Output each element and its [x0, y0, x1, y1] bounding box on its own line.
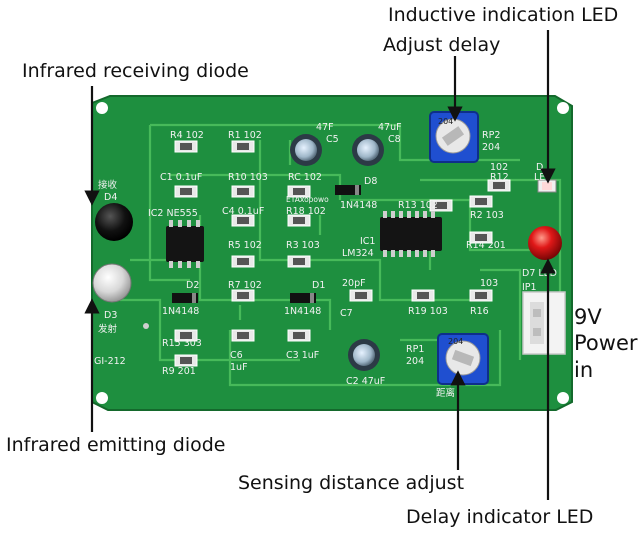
silk-board-id: GI-212 — [94, 356, 126, 367]
silk-r5: R5 102 — [228, 240, 262, 251]
silk-r4: R4 102 — [170, 130, 204, 141]
power-connector — [522, 291, 566, 355]
label-ir-emitting: Infrared emitting diode — [6, 434, 226, 456]
silk-d3: D3 — [104, 310, 117, 321]
silk-r14: R14 201 — [466, 240, 506, 251]
silk-le: LE — [534, 172, 545, 183]
silk-d8: D8 — [364, 176, 377, 187]
power-line-3: in — [574, 357, 594, 382]
silk-ic2: IC2 NE555 — [148, 208, 198, 219]
silk-r9: R9 201 — [162, 366, 196, 377]
silk-d4: D4 — [104, 192, 117, 203]
silk-rp1-top: 204 — [448, 337, 463, 346]
label-inductive-led: Inductive indication LED — [388, 4, 619, 26]
silk-r2: R2 103 — [470, 210, 504, 221]
silk-rc: RC 102 — [288, 172, 322, 183]
diodes — [172, 185, 361, 303]
silk-rp1: RP1 — [406, 344, 424, 355]
silk-d7: D7 LED — [522, 268, 557, 279]
silk-c5: C5 — [326, 134, 339, 145]
silk-rp1-val: 204 — [406, 356, 424, 367]
silk-distance-cn: 距离 — [436, 387, 455, 399]
ic1-chip — [380, 211, 442, 257]
silk-rp2-val: 204 — [482, 142, 500, 153]
silk-ic1-val: LM324 — [342, 248, 374, 259]
silk-r103: 103 — [480, 278, 498, 289]
silk-r3: R3 103 — [286, 240, 320, 251]
silk-d1: D1 — [312, 280, 325, 291]
silk-c4: C4 0.1uF — [222, 206, 264, 217]
silk-r1: R1 102 — [228, 130, 262, 141]
label-sensing-distance: Sensing distance adjust — [238, 472, 465, 494]
silk-r12-val: 102 — [490, 162, 508, 173]
silk-emit-cn: 发射 — [98, 323, 118, 335]
silk-pot-top: 204 — [438, 117, 453, 126]
callout-arrows — [84, 30, 556, 500]
silk-c5-val: 47F — [316, 122, 334, 133]
silkscreen: R4 102 R1 102 47F C5 47uF C8 C1 0.1uF R1… — [94, 117, 557, 399]
silk-c8-val: 47uF — [378, 122, 402, 133]
silk-c1: C1 0.1uF — [160, 172, 202, 183]
electrolytic-capacitors — [290, 134, 384, 371]
silk-d2-val: 1N4148 — [162, 306, 199, 317]
silk-r18: R18 102 — [286, 206, 326, 217]
silk-d2: D2 — [186, 280, 199, 291]
silk-d8-val: 1N4148 — [340, 200, 377, 211]
silk-d: D — [536, 162, 543, 173]
power-line-1: 9V — [574, 305, 602, 329]
silk-r10: R10 103 — [228, 172, 268, 183]
silk-c2: C2 47uF — [346, 376, 385, 387]
label-power-in: 9V Power in — [574, 304, 638, 383]
ic2-chip — [166, 220, 204, 268]
silk-rp2: RP2 — [482, 130, 500, 141]
silk-d1-val: 1N4148 — [284, 306, 321, 317]
potentiometer-rp2 — [429, 111, 479, 163]
label-delay-led: Delay indicator LED — [406, 506, 594, 528]
power-line-2: Power — [574, 331, 638, 356]
ir-receiving-diode — [95, 203, 133, 241]
silk-brand: ETAxopowo — [286, 195, 329, 204]
silk-r15: R15 303 — [162, 338, 202, 349]
delay-indicator-led — [528, 226, 562, 260]
silk-ic1: IC1 — [360, 236, 375, 247]
silk-r12: R12 — [490, 172, 509, 183]
label-adjust-delay: Adjust delay — [383, 34, 501, 56]
silk-c6: C6 — [230, 350, 243, 361]
silk-receive-cn: 接收 — [98, 179, 118, 191]
silk-r19: R19 103 — [408, 306, 448, 317]
silk-c7: C7 — [340, 308, 353, 319]
smd-components — [174, 140, 511, 367]
silk-c6-val: 1uF — [230, 362, 248, 373]
silk-c8: C8 — [388, 134, 401, 145]
label-ir-receiving: Infrared receiving diode — [22, 60, 249, 82]
silk-r16: R16 — [470, 306, 489, 317]
silk-c7-val: 20pF — [342, 278, 366, 289]
silk-c3: C3 1uF — [286, 350, 319, 361]
silk-r13: R13 102 — [398, 200, 438, 211]
silk-r7: R7 102 — [228, 280, 262, 291]
silk-ip1: IP1 — [522, 282, 537, 293]
ir-emitting-diode — [92, 263, 132, 303]
